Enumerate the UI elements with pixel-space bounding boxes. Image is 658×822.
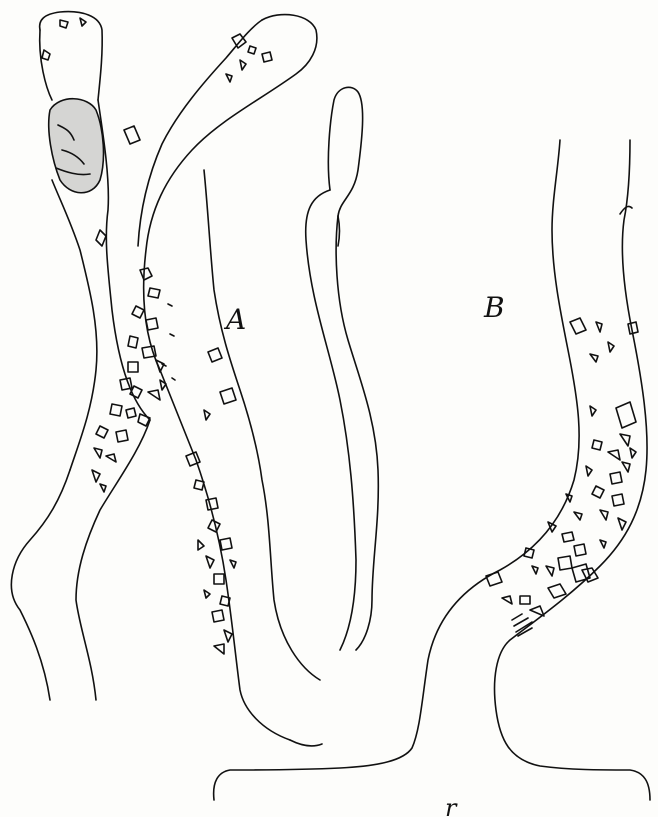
hair-b [214,140,650,800]
label-a: A [226,306,246,334]
label-b: B [484,294,505,322]
label-r: r [445,796,456,820]
debris-cluster-left [92,268,175,492]
hair-middle [306,87,379,650]
hair-a-right-branch [138,15,322,746]
hair-a-left-branch [11,12,150,700]
